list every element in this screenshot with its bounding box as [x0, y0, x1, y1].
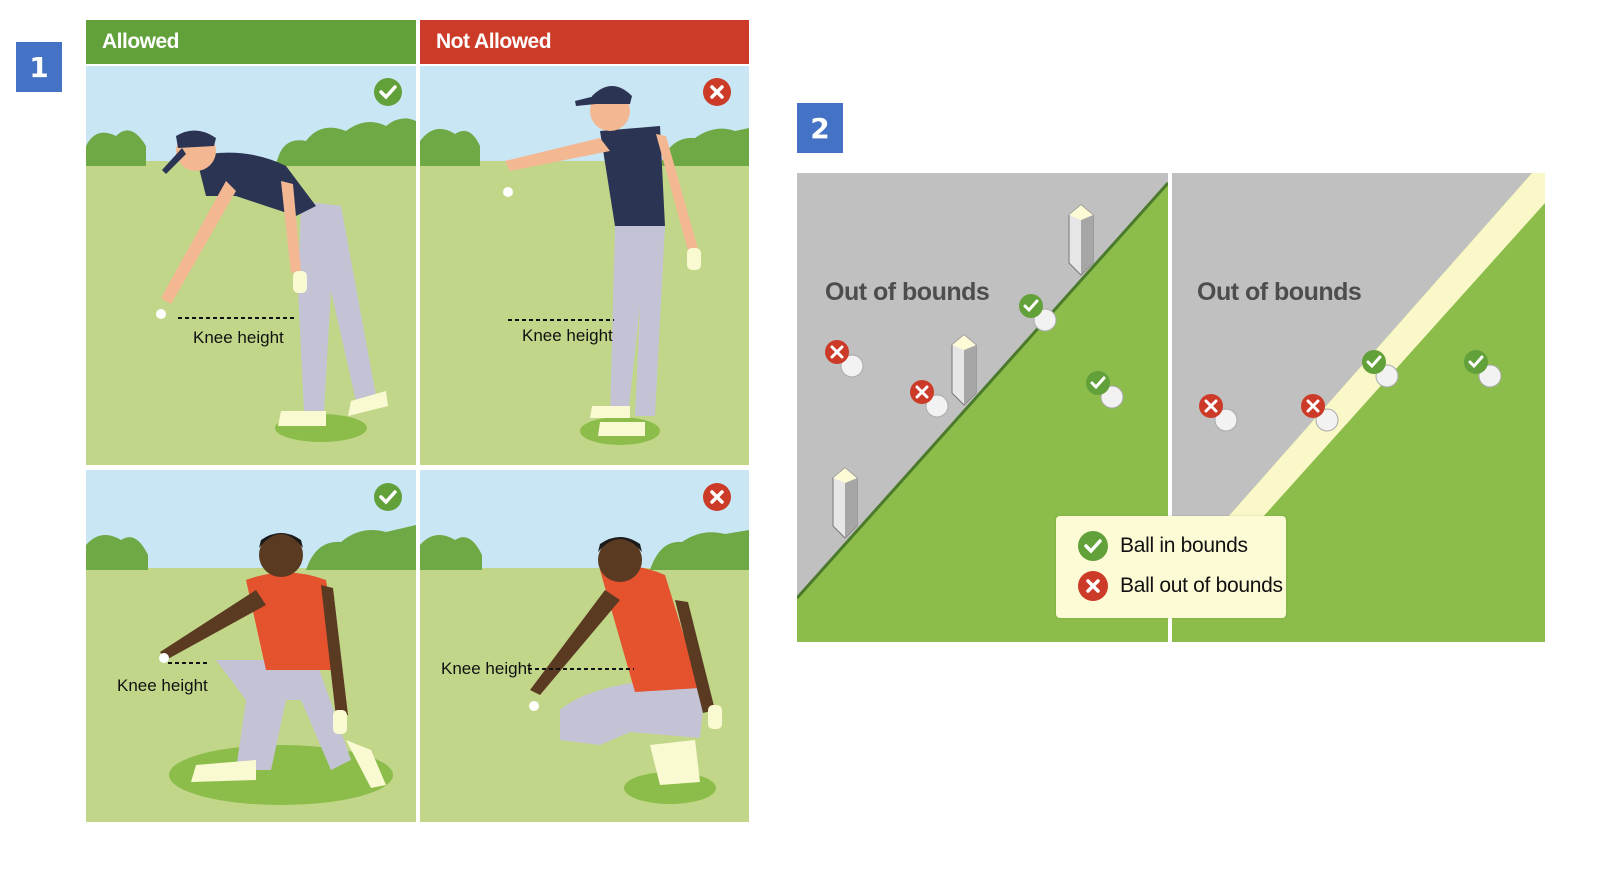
check-circle-icon	[1078, 531, 1108, 561]
legend-row-out: Ball out of bounds	[1056, 566, 1286, 606]
knee-height-label: Knee height	[522, 326, 613, 345]
section-1-badge: 1	[16, 42, 62, 92]
legend-label-in: Ball in bounds	[1120, 534, 1248, 557]
panel-allowed-standing	[86, 66, 416, 465]
header-not-allowed: Not Allowed	[420, 20, 749, 64]
x-circle-icon	[1078, 571, 1108, 601]
out-of-bounds-label: Out of bounds	[1197, 278, 1362, 306]
knee-height-label: Knee height	[117, 676, 208, 695]
section-2-badge: 2	[797, 103, 843, 153]
knee-height-label: Knee height	[441, 659, 532, 678]
legend: Ball in bounds Ball out of bounds	[1056, 516, 1286, 618]
x-icon	[703, 78, 731, 111]
check-icon	[374, 78, 402, 111]
panel-allowed-kneeling	[86, 470, 416, 822]
legend-row-in: Ball in bounds	[1056, 526, 1286, 566]
header-allowed: Allowed	[86, 20, 416, 64]
out-of-bounds-label: Out of bounds	[825, 278, 990, 306]
panel-not-allowed-kneeling	[420, 470, 749, 822]
x-icon	[703, 483, 731, 516]
check-icon	[374, 483, 402, 516]
legend-label-out: Ball out of bounds	[1120, 574, 1283, 597]
panel-not-allowed-standing	[420, 66, 749, 465]
knee-height-label: Knee height	[193, 328, 284, 347]
